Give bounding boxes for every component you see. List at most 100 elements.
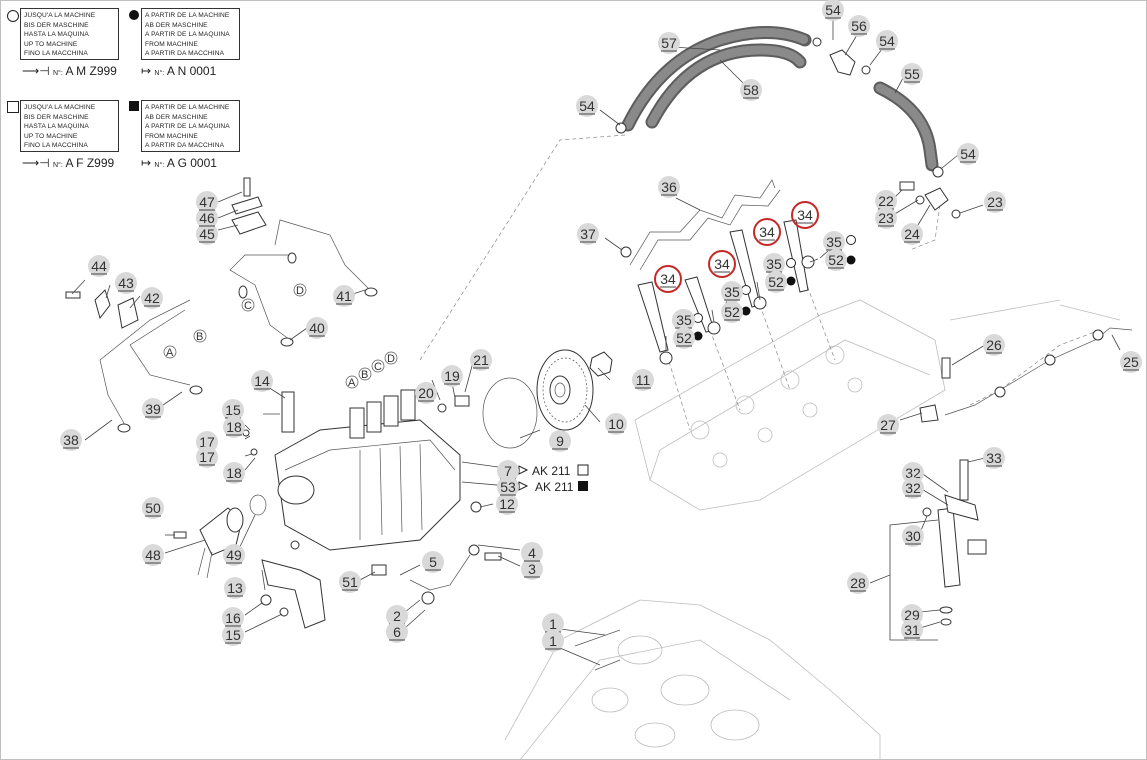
callout-23: 23 (984, 191, 1006, 213)
callout-bubble (901, 619, 923, 641)
serial-until-2: ⟶⊣ N°: A F Z999 (22, 156, 115, 170)
callout-number: 20 (418, 385, 434, 401)
callout-54: 54 (822, 0, 844, 21)
callout-labels: 1123456791011121314151516171718181920212… (60, 0, 1142, 652)
callout-bubble (60, 429, 82, 451)
from-arrow-icon: ↦ (141, 64, 152, 78)
callout-bubble (605, 413, 627, 435)
filled-circle-symbol (693, 331, 703, 341)
ak-reference-label: AK 211 (535, 480, 574, 494)
callout-bubble (902, 477, 924, 499)
callout-33: 33 (983, 447, 1005, 469)
highlight-rings (654, 201, 819, 293)
callout-20: 20 (415, 382, 437, 404)
callout-bubble (876, 30, 898, 52)
open-circle-symbol (786, 258, 796, 268)
callout-41: 41 (333, 285, 355, 307)
callout-number: 32 (905, 480, 921, 496)
callout-19: 19 (441, 365, 463, 387)
callout-35: 35 (673, 309, 695, 331)
callout-51: 51 (339, 571, 361, 593)
stop-solenoid (197, 507, 244, 579)
callout-42: 42 (141, 287, 163, 309)
callout-24: 24 (901, 223, 923, 245)
callout-54: 54 (957, 143, 979, 165)
callout-52: 52 (825, 249, 847, 271)
callout-1: 1 (542, 630, 564, 652)
callout-number: 56 (851, 18, 867, 34)
connector-letter: C (374, 361, 382, 373)
callout-bubble (521, 542, 543, 564)
callout-bubble (386, 621, 408, 643)
callout-17: 17 (196, 446, 218, 468)
callout-bubble (902, 525, 924, 547)
callout-number: 46 (199, 210, 215, 226)
callout-number: 34 (714, 256, 730, 272)
callout-number: 27 (880, 417, 896, 433)
callout-bubble (542, 630, 564, 652)
leak-off-pipe (620, 179, 781, 271)
callout-number: 17 (199, 449, 215, 465)
callout-number: 58 (743, 82, 759, 98)
gear-nut (589, 351, 613, 377)
callout-number: 2 (393, 608, 401, 624)
callout-bubble (877, 414, 899, 436)
callout-number: 29 (904, 607, 920, 623)
callout-bubble (306, 317, 328, 339)
injector-assembly (922, 459, 987, 626)
callout-34: 34 (714, 256, 730, 273)
callout-number: 16 (225, 610, 241, 626)
open-circle-symbol (7, 10, 19, 22)
callout-bubble (875, 190, 897, 212)
callout-bubble (875, 207, 897, 229)
callout-bubble (223, 544, 245, 566)
callout-bubble (141, 287, 163, 309)
callout-number: 54 (579, 98, 595, 114)
callout-number: 41 (336, 288, 352, 304)
callout-bubble (576, 95, 598, 117)
connector-markers: A B C D A B C D (163, 283, 398, 389)
callout-bubble (142, 544, 164, 566)
callout-number: 53 (500, 479, 516, 495)
callout-number: 49 (226, 547, 242, 563)
callout-bubble (673, 309, 695, 331)
callout-number: 6 (393, 624, 401, 640)
callout-bubble (142, 398, 164, 420)
callout-number: 34 (660, 271, 676, 287)
callout-48: 48 (142, 544, 164, 566)
callout-number: 9 (556, 433, 564, 449)
callout-number: 7 (504, 463, 512, 479)
callout-bubble (142, 497, 164, 519)
drive-gear (536, 349, 594, 431)
ak-references: AK 211 AK 211 (518, 464, 589, 494)
filled-circle-symbol (786, 276, 796, 286)
lower-fittings (173, 391, 621, 671)
callout-number: 42 (144, 290, 160, 306)
callout-number: 52 (724, 304, 740, 320)
o-ring (482, 377, 538, 449)
callout-21: 21 (470, 349, 492, 371)
callout-number: 1 (549, 633, 557, 649)
callout-bubble (983, 447, 1005, 469)
legend-from-box: A PARTIR DE LA MACHINE AB DER MASCHINE A… (141, 100, 240, 152)
callout-bubble (673, 327, 695, 349)
callout-bubble (823, 231, 845, 253)
callout-11: 11 (632, 369, 654, 391)
callout-bubble (847, 572, 869, 594)
legend-until-box: JUSQU'A LA MACHINE BIS DER MASCHINE HAST… (20, 8, 119, 60)
callout-12: 12 (496, 493, 518, 515)
callout-bubble (577, 223, 599, 245)
until-arrow-icon: ⟶⊣ (22, 64, 50, 78)
legend-until-box: JUSQU'A LA MACHINE BIS DER MASCHINE HAST… (20, 100, 119, 152)
callout-number: 11 (636, 372, 651, 388)
callout-number: 3 (528, 561, 536, 577)
callout-6: 6 (386, 621, 408, 643)
callout-bubble (497, 460, 519, 482)
callout-number: 34 (759, 224, 775, 240)
callout-number: 37 (580, 226, 596, 242)
callout-number: 44 (91, 258, 107, 274)
callout-bubble (658, 176, 680, 198)
callout-bubble (549, 430, 571, 452)
callout-number: 54 (960, 146, 976, 162)
callout-25: 25 (1120, 351, 1142, 373)
